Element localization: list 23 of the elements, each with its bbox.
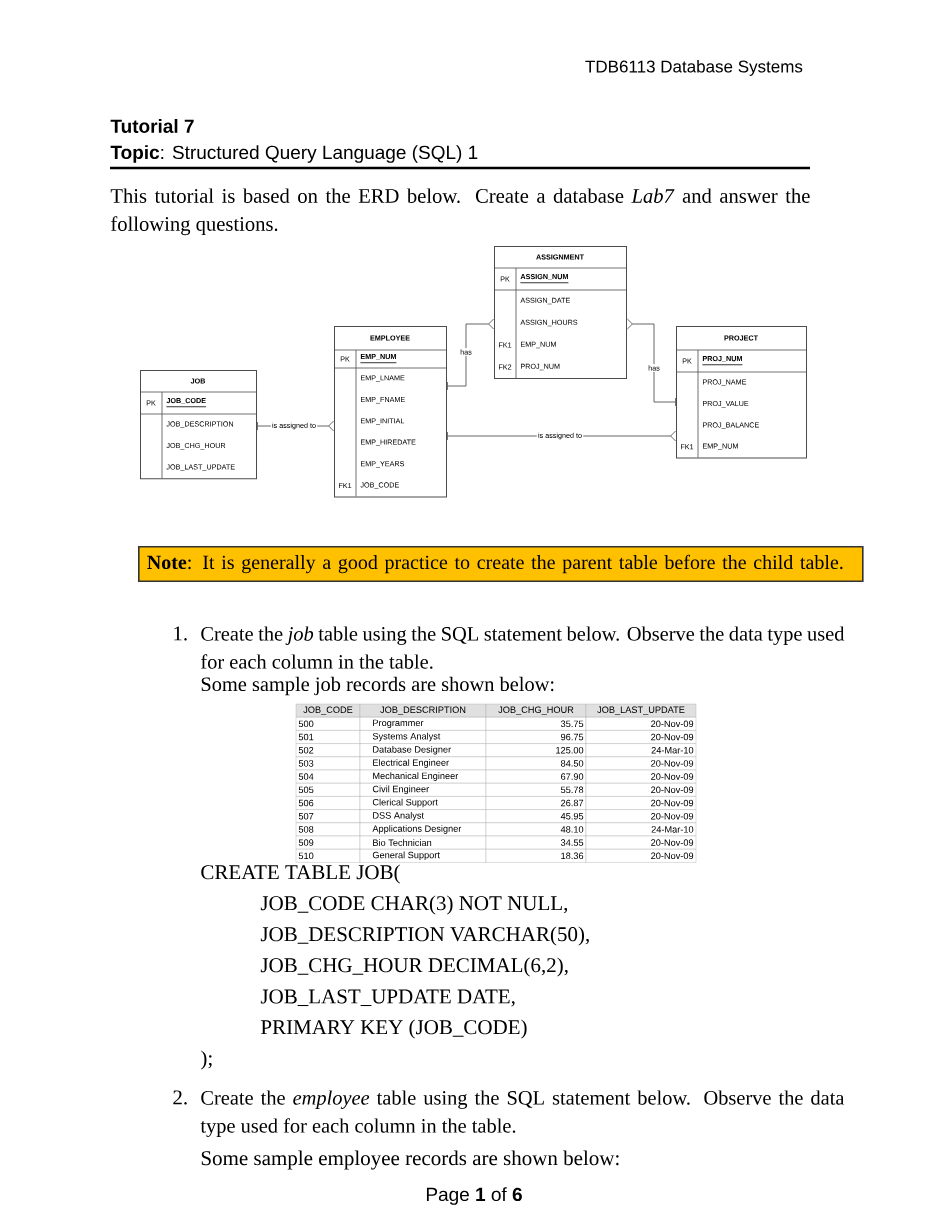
sql-code-line: JOB_LAST_UPDATE DATE, — [260, 989, 515, 1007]
relationship-line — [257, 420, 334, 432]
paragraph: This tutorial is based on the ERD below. Create a database Lab7 and answer the following questions. — [110, 188, 810, 236]
topic-line: Topic: Structured Query Language (SQL) 1 — [110, 145, 478, 163]
page-header: TDB6113 Database Systems — [585, 60, 803, 76]
sql-code-line: JOB_CODE CHAR(3) NOT NULL, — [260, 895, 568, 915]
note-box: Note: It is generally a good practice to create the parent table before the child table. — [138, 546, 864, 582]
sql-code-line: CREATE TABLE JOB( — [201, 864, 400, 884]
list-number: 2. — [173, 1090, 187, 1105]
list-number: 1. — [174, 626, 187, 641]
sql-code-line: PRIMARY KEY (JOB_CODE) — [261, 1019, 527, 1039]
title: Tutorial 7 — [110, 119, 194, 133]
relationship-line — [447, 318, 494, 391]
text-line: Some sample employee records are shown below: — [201, 1150, 619, 1170]
sql-code-line: ); — [201, 1050, 212, 1070]
question-text: Create thejob table using the SQL statement below. Observe the data type used for each column in the table. — [201, 626, 845, 669]
relationship-line — [627, 318, 676, 407]
page-number: Page 1 of 6 — [426, 1187, 522, 1205]
question-text: Create the employee table using the SQL statement below. Observe the data type used for each column in the table. — [200, 1090, 845, 1137]
text-line: Some sample job records are shown below: — [201, 676, 554, 696]
sql-code-line: JOB_DESCRIPTION VARCHAR(50), — [260, 926, 589, 946]
sql-code-line: JOB_CHG_HOUR DECIMAL(6,2), — [260, 957, 568, 977]
relationship-line — [447, 430, 676, 442]
